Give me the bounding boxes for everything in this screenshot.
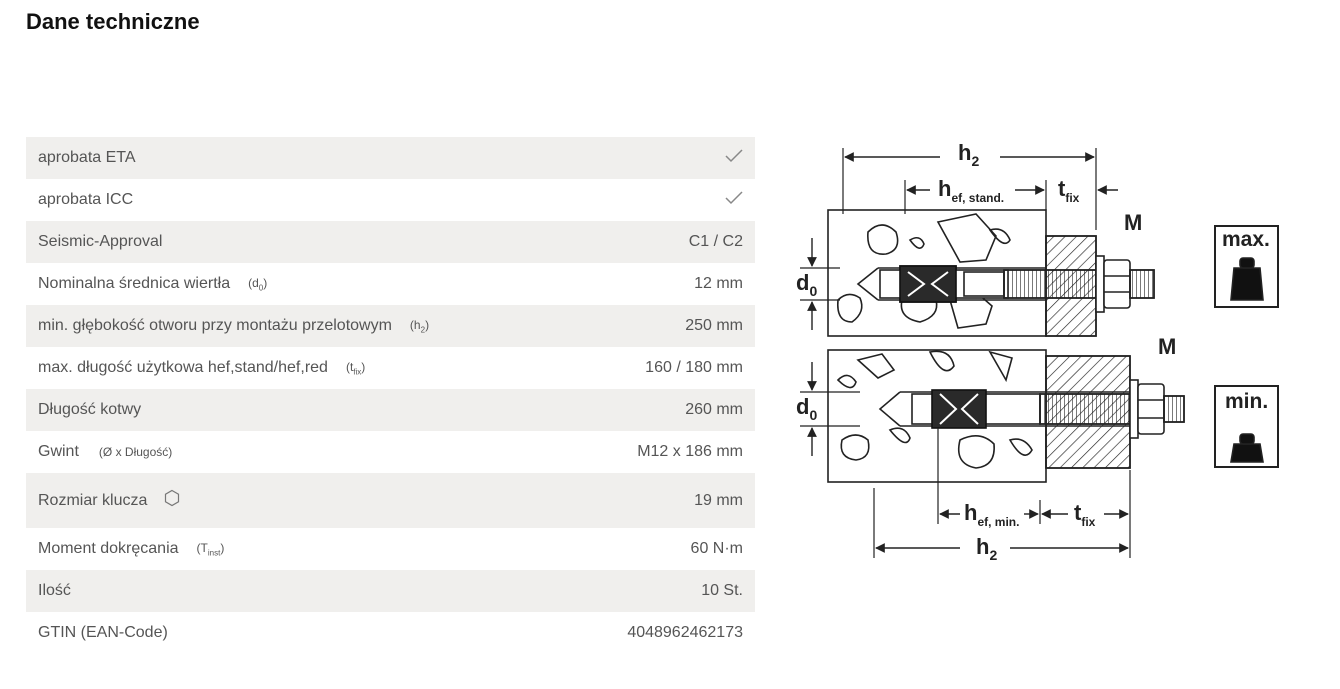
spec-label-text: Długość kotwy [38, 401, 142, 418]
spec-label-text: min. głębokość otworu przy montażu przel… [38, 317, 392, 334]
spec-table: aprobata ETA aprobata ICC Seismic-Approv… [26, 137, 755, 654]
spec-row-eta: aprobata ETA [26, 137, 755, 179]
spec-row-quantity: Ilość 10 St. [26, 570, 755, 612]
spec-label-text: max. długość użytkowa hef,stand/hef,red [38, 359, 328, 376]
spec-value: 250 mm [685, 317, 743, 334]
spec-row-icc: aprobata ICC [26, 179, 755, 221]
label-max: max. [1222, 228, 1270, 251]
spec-value: 160 / 180 mm [645, 359, 743, 376]
spec-label: Ilość [38, 582, 71, 600]
spec-row-wrench-size: Rozmiar klucza 19 mm [26, 473, 755, 528]
label-m-top: M [1124, 210, 1142, 235]
spec-label: min. głębokość otworu przy montażu przel… [38, 317, 429, 335]
spec-label-text: Moment dokręcania [38, 540, 179, 557]
label-d0-bottom: d0 [796, 394, 817, 423]
spec-value: 12 mm [694, 275, 743, 292]
spec-row-seismic: Seismic-Approval C1 / C2 [26, 221, 755, 263]
anchor-installation-diagram: h2 hef, stand. tfix M d0 max. M d0 min. … [796, 140, 1279, 563]
spec-symbol: (h2) [409, 317, 430, 335]
spec-label-text: Seismic-Approval [38, 233, 163, 250]
label-tfix-bottom: tfix [1074, 500, 1096, 529]
label-min: min. [1225, 390, 1268, 413]
spec-label: Seismic-Approval [38, 233, 162, 251]
spec-label: Długość kotwy [38, 401, 141, 419]
spec-label-text: aprobata ICC [38, 191, 134, 208]
spec-row-anchor-length: Długość kotwy 260 mm [26, 389, 755, 431]
spec-row-usable-length: max. długość użytkowa hef,stand/hef,red … [26, 347, 755, 389]
spec-value: 19 mm [694, 491, 743, 509]
page-title: Dane techniczne [26, 9, 200, 34]
spec-row-torque: Moment dokręcania (Tinst) 60 N·m [26, 528, 755, 570]
label-d0-top: d0 [796, 270, 817, 299]
spec-label: aprobata ETA [38, 149, 136, 167]
spec-label: GTIN (EAN-Code) [38, 624, 168, 642]
spec-row-gtin: GTIN (EAN-Code) 4048962462173 [26, 612, 755, 654]
hexagon-icon [147, 489, 181, 512]
label-tfix-top: tfix [1058, 176, 1080, 205]
spec-label-text: Rozmiar klucza [38, 491, 148, 509]
spec-value: 4048962462173 [627, 624, 743, 641]
spec-value: 60 N·m [690, 540, 743, 557]
spec-label-text: Nominalna średnica wiertła [38, 275, 231, 292]
spec-label: Rozmiar klucza [38, 489, 181, 512]
label-hef-min: hef, min. [964, 500, 1019, 529]
spec-row-drill-diameter: Nominalna średnica wiertła (d0) 12 mm [26, 263, 755, 305]
spec-label-text: aprobata ETA [38, 149, 136, 166]
label-m-bottom: M [1158, 334, 1176, 359]
spec-value: M12 x 186 mm [637, 443, 743, 460]
spec-symbol: (Ø x Długość) [98, 445, 173, 459]
spec-symbol: (Tinst) [196, 540, 225, 558]
spec-symbol: (d0) [248, 275, 268, 293]
checkmark-icon [725, 190, 743, 210]
checkmark-icon [725, 148, 743, 168]
spec-label-text: GTIN (EAN-Code) [38, 624, 168, 641]
spec-row-thread: Gwint (Ø x Długość) M12 x 186 mm [26, 431, 755, 473]
spec-value: 10 St. [701, 582, 743, 599]
spec-label: aprobata ICC [38, 191, 133, 209]
spec-value: C1 / C2 [688, 233, 743, 250]
spec-label-text: Ilość [38, 582, 71, 599]
spec-value: 260 mm [685, 401, 743, 418]
spec-label: Nominalna średnica wiertła (d0) [38, 275, 267, 293]
spec-row-hole-depth: min. głębokość otworu przy montażu przel… [26, 305, 755, 347]
label-h2-top: h2 [958, 140, 979, 169]
label-h2-bottom: h2 [976, 534, 997, 563]
spec-label: Moment dokręcania (Tinst) [38, 540, 224, 558]
label-hef-stand: hef, stand. [938, 176, 1004, 205]
spec-symbol: (tfix) [345, 359, 366, 377]
spec-label: max. długość użytkowa hef,stand/hef,red … [38, 359, 365, 377]
spec-label: Gwint (Ø x Długość) [38, 443, 172, 461]
spec-label-text: Gwint [38, 443, 79, 460]
